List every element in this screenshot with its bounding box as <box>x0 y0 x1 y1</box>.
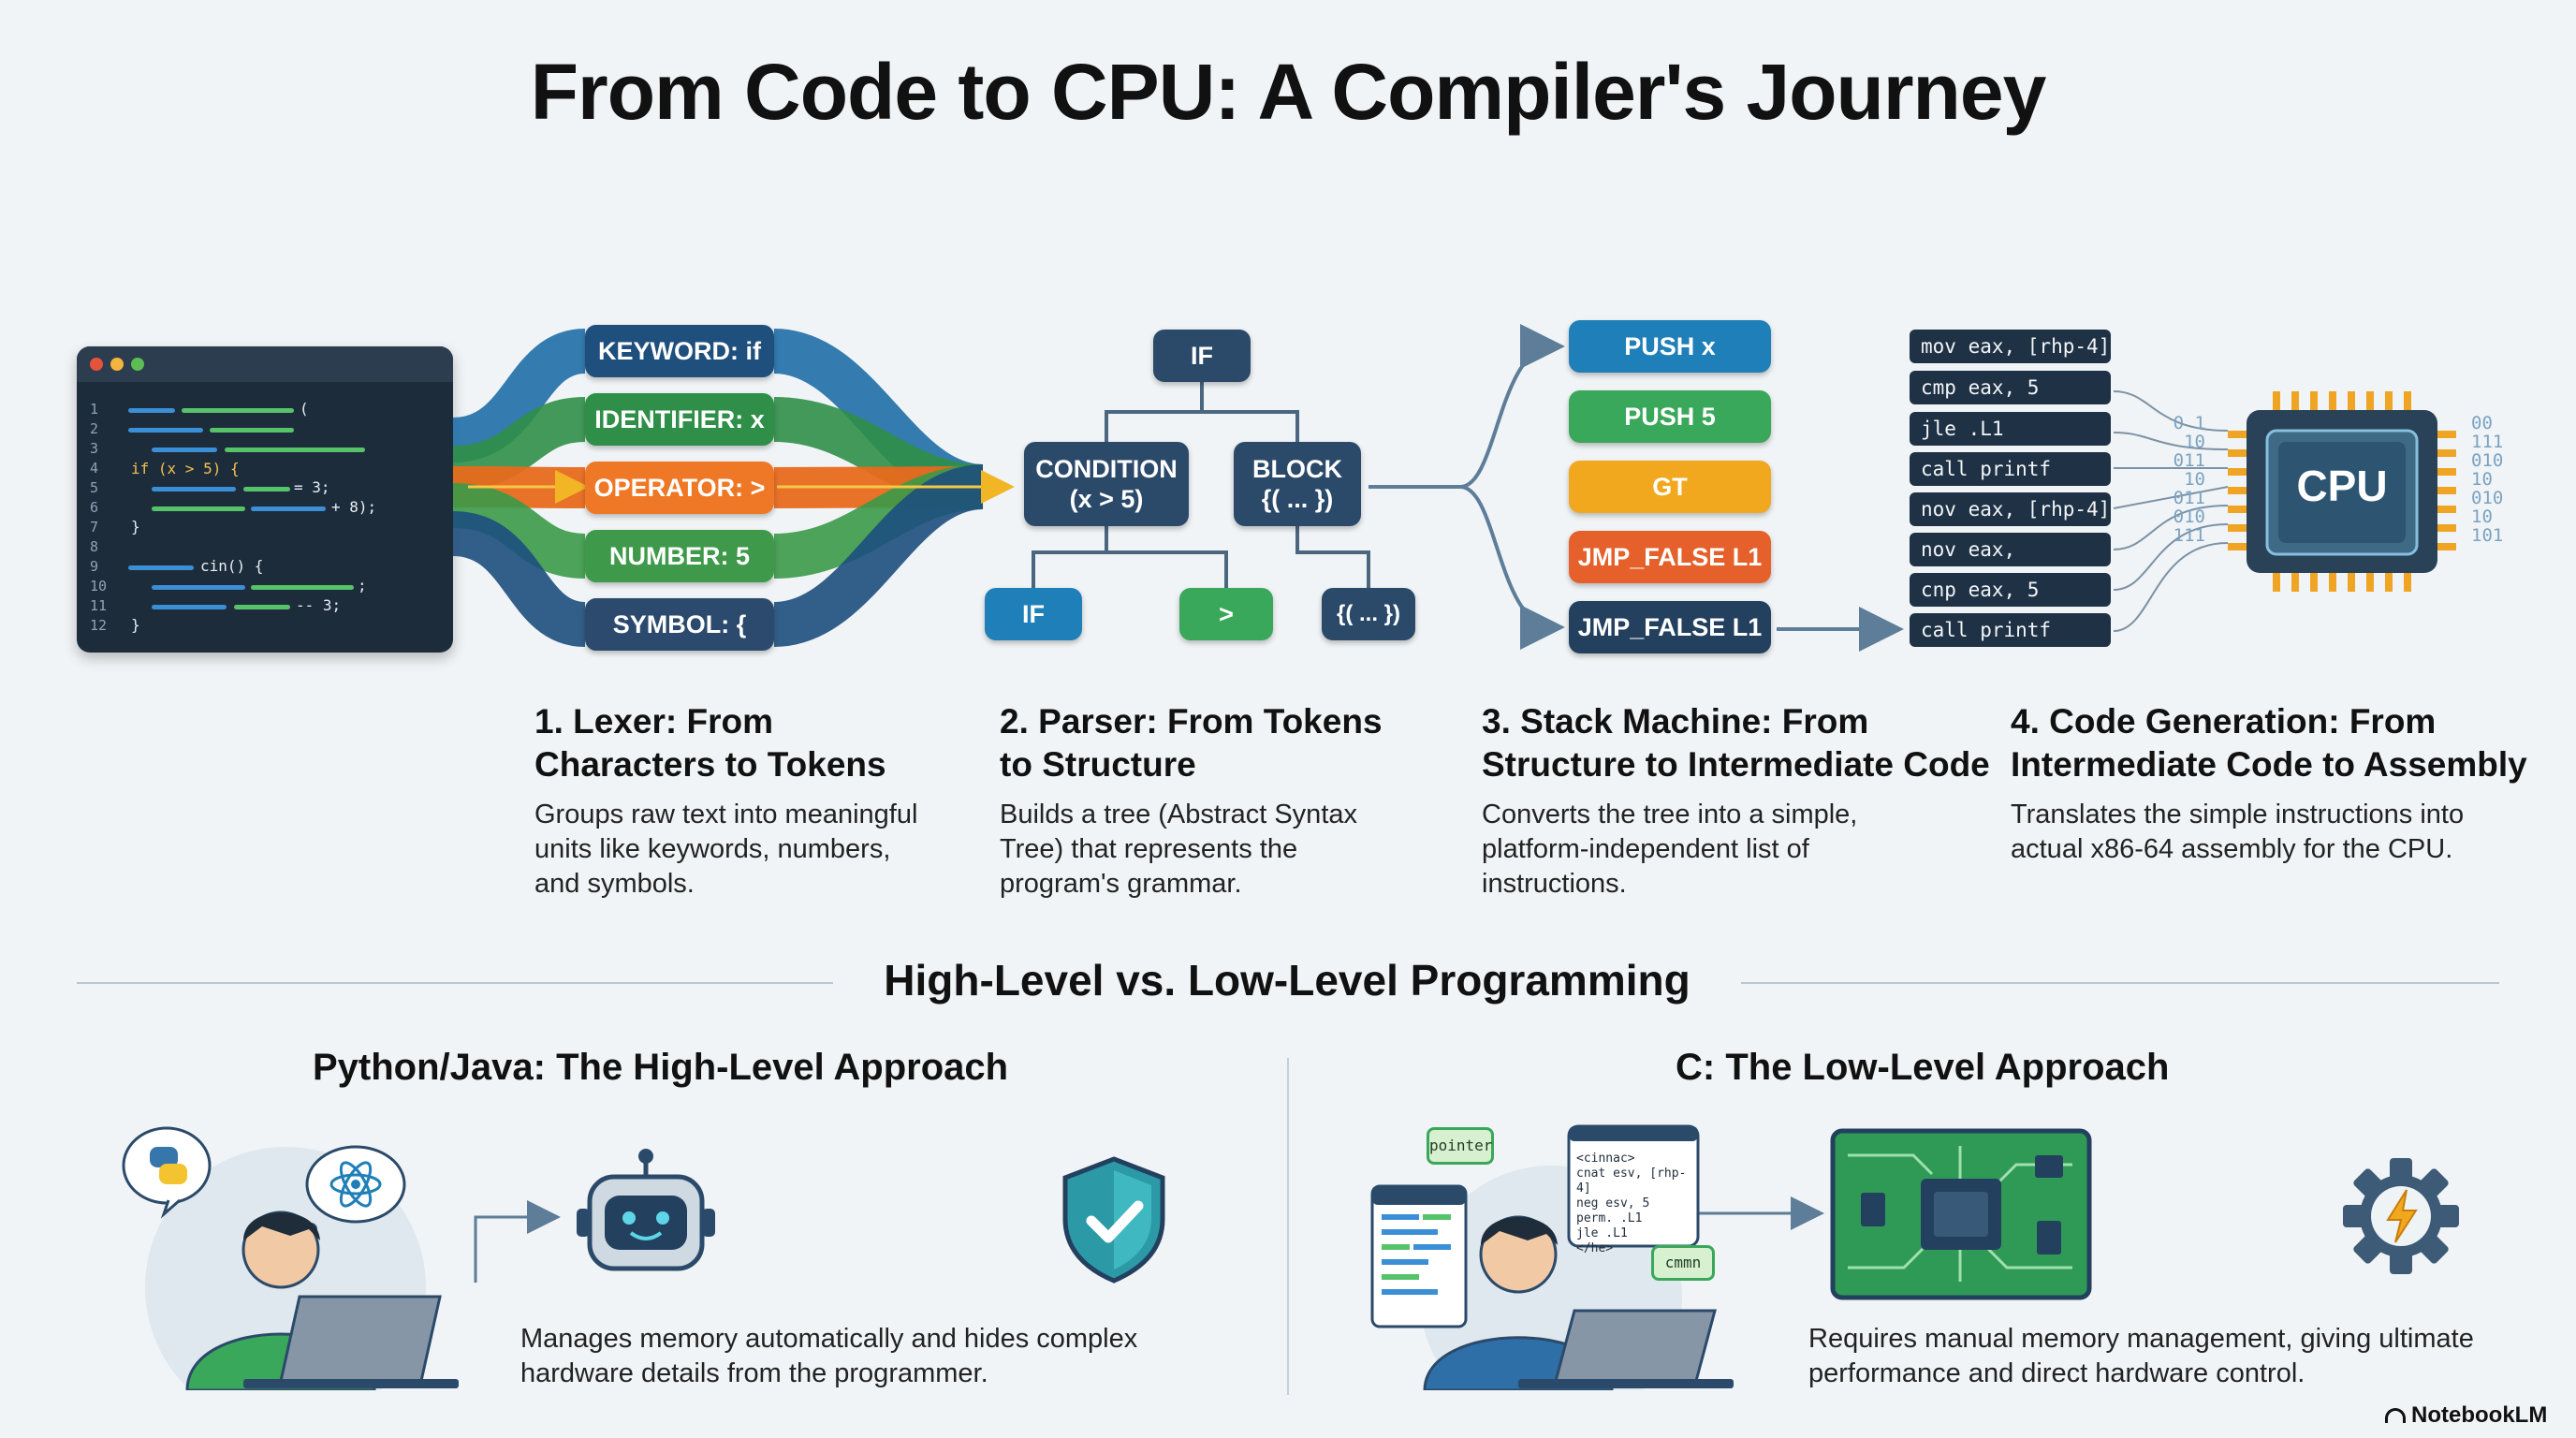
line-number: 7 <box>90 519 99 536</box>
minimize-dot-icon <box>110 358 124 371</box>
low-level-title: C: The Low-Level Approach <box>1676 1047 2170 1088</box>
line-number: 9 <box>90 558 99 575</box>
maximize-dot-icon <box>131 358 144 371</box>
token-keyword: KEYWORD: if <box>585 325 774 377</box>
stack-instruction: PUSH 5 <box>1569 390 1771 443</box>
line-number: 11 <box>90 597 108 614</box>
line-number: 3 <box>90 440 99 457</box>
code-snippet: cin() { <box>200 557 264 575</box>
ast-node-expr: (x > 5) <box>1069 485 1144 513</box>
line-number: 2 <box>90 420 99 437</box>
ast-node-label: BLOCK <box>1252 455 1342 483</box>
ast-node-label: CONDITION <box>1035 455 1178 483</box>
cmmn-bubble: cmmn <box>1651 1245 1715 1281</box>
brand-logo: NotebookLM <box>2385 1402 2547 1429</box>
asm-line: nov eax, <box>1910 533 2111 566</box>
editor-title-bar <box>77 346 453 382</box>
line-number: 10 <box>90 578 108 594</box>
page-title: From Code to CPU: A Compiler's Journey <box>530 48 2047 136</box>
code-snippet: if (x > 5) { <box>131 460 240 477</box>
line-number: 8 <box>90 538 99 555</box>
asm-line: nov eax, [rhp-4] <box>1910 492 2111 526</box>
asm-line: jle .L1 <box>1910 412 2111 446</box>
low-level-programmer-illustration <box>1370 1124 1734 1390</box>
code-snippet: = 3; <box>294 478 330 496</box>
ast-node-label: {( ... }) <box>1336 601 1400 626</box>
ast-leaf-gt: > <box>1179 588 1273 640</box>
step-3-description: Converts the tree into a simple,platform… <box>1482 800 1858 899</box>
stack-instruction: JMP_FALSE L1 <box>1569 601 1771 653</box>
asm-line: call printf <box>1910 613 2111 647</box>
code-bubble-text: <cinnac> cnat esv, [rhp-4] neg esv, 5 pe… <box>1576 1152 1687 1255</box>
ast-block-node: BLOCK {( ... }) <box>1234 442 1361 526</box>
code-snippet: -- 3; <box>296 596 342 614</box>
close-dot-icon <box>90 358 103 371</box>
ast-node-label: IF <box>1191 342 1213 370</box>
code-snippet: ; <box>358 577 367 594</box>
asm-line: call printf <box>1910 452 2111 486</box>
ast-node-label: IF <box>1022 600 1045 628</box>
ast-condition-node: CONDITION (x > 5) <box>1024 442 1189 526</box>
ast-node-label: > <box>1219 600 1234 628</box>
gear-lightning-icon <box>2343 1158 2459 1274</box>
token-symbol: SYMBOL: { <box>585 598 774 651</box>
cpu-chip-icon <box>2228 391 2456 592</box>
asm-line: cnp eax, 5 <box>1910 573 2111 607</box>
line-number: 4 <box>90 460 99 477</box>
robot-icon <box>577 1149 715 1271</box>
line-number: 12 <box>90 617 108 634</box>
line-number: 1 <box>90 401 99 418</box>
token-identifier: IDENTIFIER: x <box>585 393 774 446</box>
code-snippet: ( <box>300 400 309 418</box>
code-snippet: } <box>131 616 140 634</box>
stack-instruction: PUSH x <box>1569 320 1771 373</box>
asm-line: mov eax, [rhp-4] <box>1910 330 2111 363</box>
high-level-description: Manages memory automatically and hides c… <box>520 1324 1138 1388</box>
ast-leaf-if: IF <box>985 588 1082 640</box>
ast-leaf-block: {( ... }) <box>1322 588 1415 640</box>
code-editor-window: 1 2 3 4 5 6 7 8 9 10 11 12 ( if (x > 5) … <box>77 346 453 653</box>
stack-instruction: GT <box>1569 461 1771 513</box>
asm-line: cmp eax, 5 <box>1910 371 2111 404</box>
line-number: 5 <box>90 479 99 496</box>
code-snippet: + 8); <box>331 498 377 516</box>
ast-root-if: IF <box>1153 330 1251 382</box>
pointer-bubble: pointer <box>1427 1127 1494 1165</box>
token-number: NUMBER: 5 <box>585 530 774 582</box>
code-snippet: } <box>131 518 140 536</box>
circuit-board-icon <box>1830 1128 2092 1300</box>
low-level-description: Requires manual memory management, givin… <box>1808 1324 2474 1388</box>
high-level-programmer-illustration <box>122 1126 459 1390</box>
cpu-label: CPU <box>2296 462 2388 510</box>
token-operator: OPERATOR: > <box>585 462 774 514</box>
line-number: 6 <box>90 499 99 516</box>
shield-check-icon <box>1062 1156 1165 1284</box>
stack-instruction: JMP_FALSE L1 <box>1569 531 1771 583</box>
ast-node-expr: {( ... }) <box>1261 485 1334 513</box>
brand-text: NotebookLM <box>2411 1402 2548 1428</box>
notebooklm-icon <box>2385 1408 2406 1423</box>
comparison-heading: High-Level vs. Low-Level Programming <box>884 956 1690 1005</box>
high-level-title: Python/Java: The High-Level Approach <box>313 1047 1009 1088</box>
